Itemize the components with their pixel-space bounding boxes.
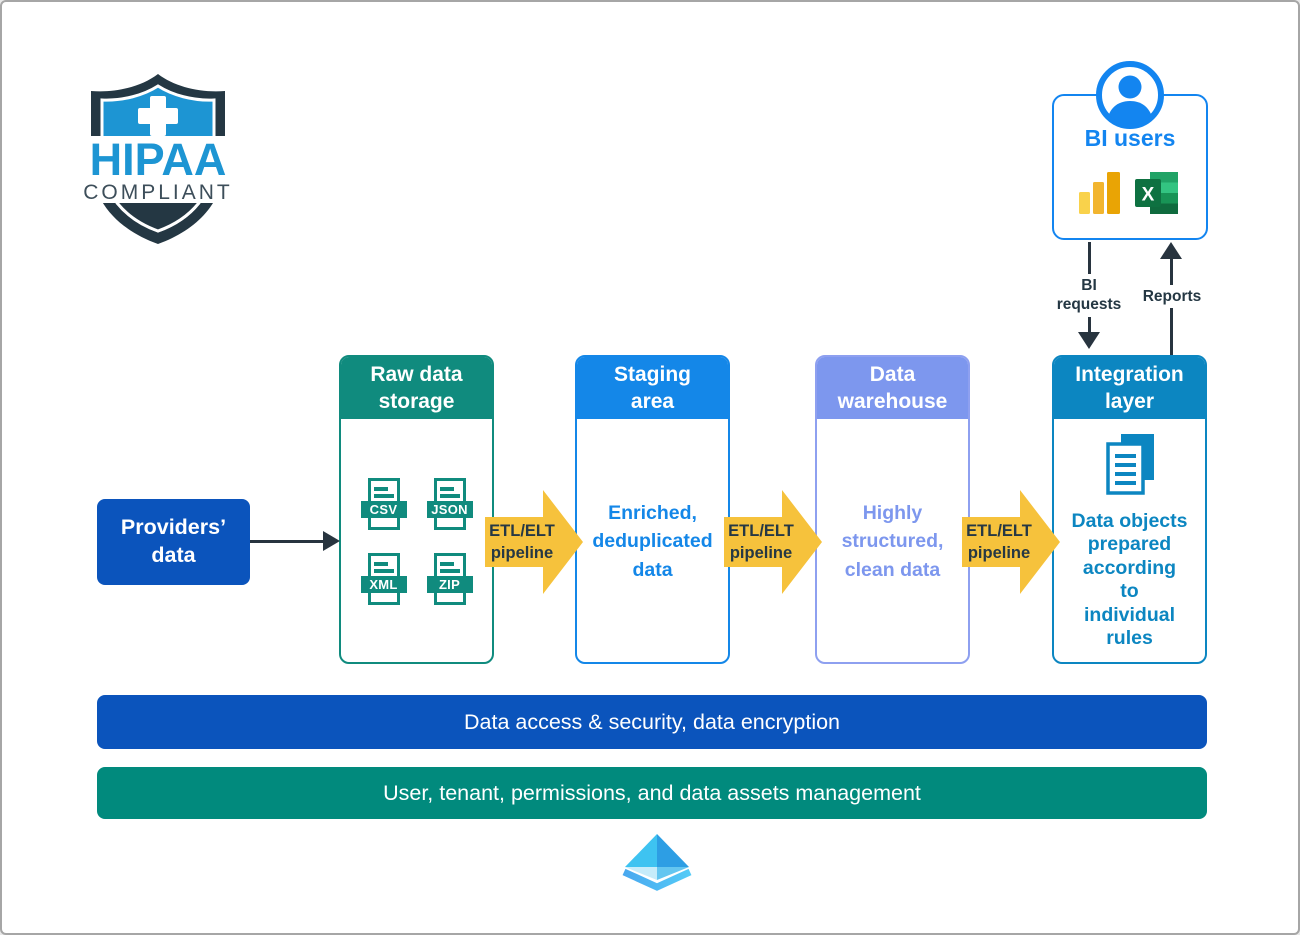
stage-title: Raw data storage xyxy=(341,357,492,419)
stage-body-text: Highly structured, clean data xyxy=(841,502,944,581)
stage-raw-data-storage: Raw data storage CSV JSON XML ZIP xyxy=(339,355,494,664)
file-label-json: JSON xyxy=(426,501,473,518)
etl-pipeline-arrow-2: ETL/ELT pipeline xyxy=(724,490,822,594)
reports-arrowhead xyxy=(1160,242,1182,259)
stage-title: Integration layer xyxy=(1054,357,1205,419)
stage-staging-area: Staging area Enriched, deduplicated data xyxy=(575,355,730,664)
data-objects-icon xyxy=(1101,433,1159,502)
stage-body-text: Data objects prepared according to indiv… xyxy=(1071,510,1188,649)
user-avatar-icon xyxy=(1095,60,1165,130)
hipaa-compliant-badge: HIPAA COMPLIANT xyxy=(77,72,239,249)
file-format-icon: XML xyxy=(360,552,407,606)
reports-label: Reports xyxy=(1133,285,1211,309)
file-label-xml: XML xyxy=(360,576,407,593)
bi-requests-label: BI requests xyxy=(1044,274,1134,317)
pipeline-arrow-icon xyxy=(724,490,822,594)
bi-requests-arrowhead xyxy=(1078,332,1100,349)
security-bar: Data access & security, data encryption xyxy=(97,695,1207,749)
file-label-zip: ZIP xyxy=(426,576,473,593)
etl-pipeline-arrow-3: ETL/ELT pipeline xyxy=(962,490,1060,594)
file-label-csv: CSV xyxy=(360,501,407,518)
etl-pipeline-arrow-1: ETL/ELT pipeline xyxy=(485,490,583,594)
pipeline-label: ETL/ELT pipeline xyxy=(489,521,555,562)
file-icons-grid: CSV JSON XML ZIP xyxy=(360,477,473,606)
file-format-icon: JSON xyxy=(426,477,473,531)
file-format-icon: CSV xyxy=(360,477,407,531)
bi-users-label: BI users xyxy=(1084,125,1176,151)
badge-subtitle: COMPLIANT xyxy=(83,181,233,204)
management-bar: User, tenant, permissions, and data asse… xyxy=(97,767,1207,819)
stage-integration-layer: Integration layer Data objects prepared … xyxy=(1052,355,1207,664)
pipeline-label: ETL/ELT pipeline xyxy=(966,521,1032,562)
providers-data-box: Providers’ data xyxy=(97,499,250,585)
badge-title: HIPAA xyxy=(90,134,227,185)
excel-icon: X xyxy=(1134,171,1182,220)
stage-title: Data warehouse xyxy=(817,357,968,419)
hipaa-shield-icon: HIPAA COMPLIANT xyxy=(77,74,239,244)
providers-arrowhead xyxy=(323,531,340,551)
stage-title: Staging area xyxy=(577,357,728,419)
power-bi-icon xyxy=(1078,171,1122,220)
pipeline-arrow-icon xyxy=(962,490,1060,594)
stage-data-warehouse: Data warehouse Highly structured, clean … xyxy=(815,355,970,664)
bi-tools-icons: X xyxy=(1052,166,1208,224)
pipeline-label: ETL/ELT pipeline xyxy=(728,521,794,562)
file-format-icon: ZIP xyxy=(426,552,473,606)
stage-body-text: Enriched, deduplicated data xyxy=(592,502,713,581)
providers-arrow-line xyxy=(250,540,325,543)
pyramid-logo-icon xyxy=(621,833,693,891)
svg-text:X: X xyxy=(1142,184,1155,205)
pipeline-arrow-icon xyxy=(485,490,583,594)
